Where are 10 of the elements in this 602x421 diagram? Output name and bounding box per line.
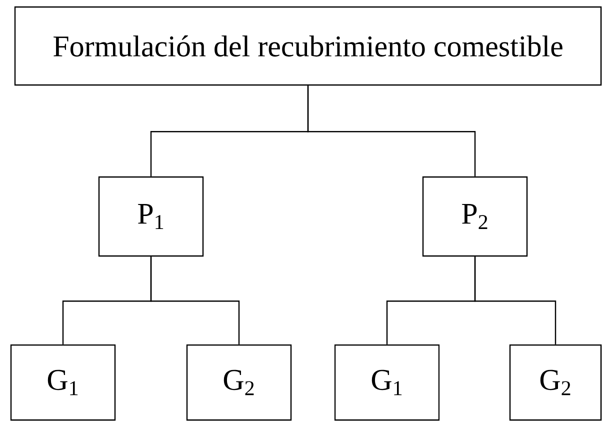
tree-box: G$_{2}$ (509, 344, 602, 421)
connector-line (150, 256, 240, 344)
tree-box: G$_{1}$ (334, 344, 440, 421)
tree-box: G$_{2}$ (186, 344, 292, 421)
connector-line (307, 86, 476, 176)
tree-box: G$_{1}$ (10, 344, 116, 421)
tree-box: P$_{1}$ (98, 176, 204, 257)
connector-line (474, 256, 556, 344)
tree-box: P$_{2}$ (422, 176, 528, 257)
title-box: Formulación del recubrimiento comestible (14, 6, 602, 86)
